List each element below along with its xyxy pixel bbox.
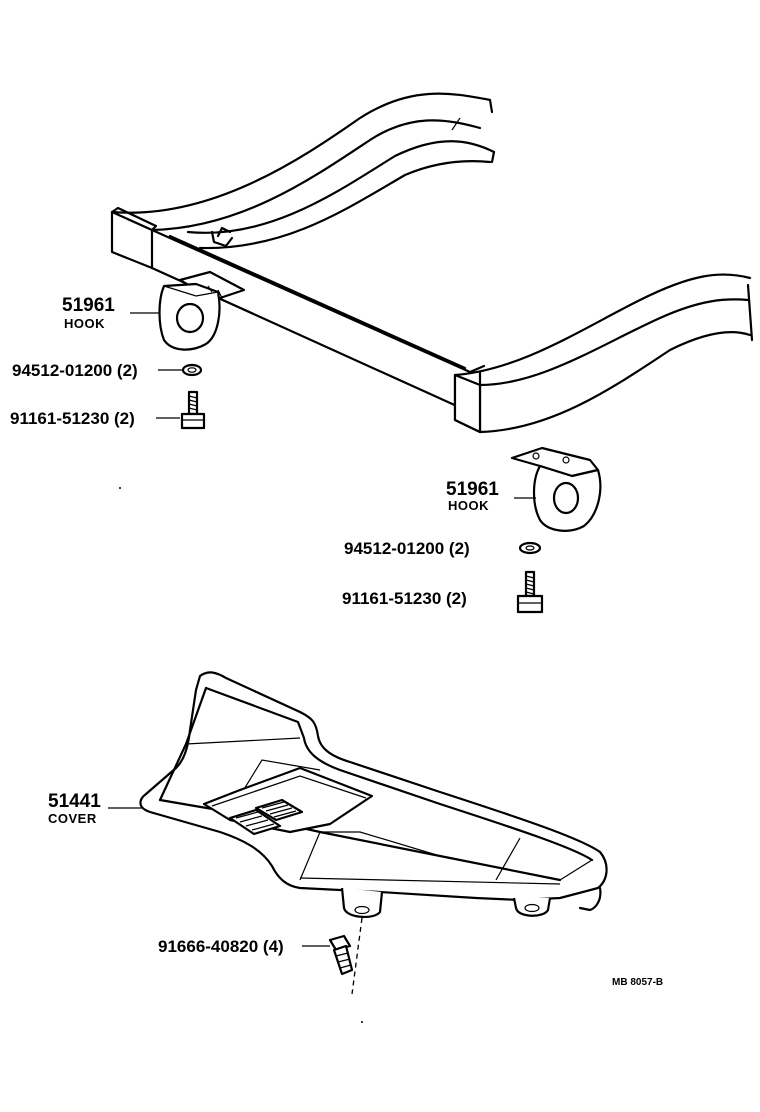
hook-left	[158, 282, 223, 351]
washer-right-part-number: 94512-01200 (2)	[344, 539, 470, 558]
washer-right	[518, 541, 542, 555]
cover-part-number: 51441	[48, 791, 101, 812]
bolt-right	[516, 570, 544, 614]
bolt-left-part-number: 91161-51230 (2)	[10, 409, 135, 428]
hook-right	[510, 446, 602, 532]
speck	[119, 487, 121, 489]
cover-vent-slots	[228, 798, 304, 836]
clip-install-line	[351, 917, 363, 995]
hook-left-part-number: 51961	[62, 295, 115, 316]
cover-part-name: COVER	[48, 811, 97, 826]
hook-right-part-name: HOOK	[448, 498, 489, 513]
frame-crossmember	[110, 92, 754, 434]
hook-right-part-number: 51961	[446, 479, 499, 500]
washer-left	[181, 363, 203, 377]
bolt-right-part-number: 91161-51230 (2)	[342, 589, 467, 608]
diagram-reference-code: MB 8057-B	[612, 977, 664, 988]
clip-part-number: 91666-40820 (4)	[158, 937, 284, 956]
washer-left-part-number: 94512-01200 (2)	[12, 361, 138, 380]
bolt-left	[180, 390, 206, 430]
hook-left-part-name: HOOK	[64, 316, 105, 331]
clip	[328, 934, 354, 976]
speck	[361, 1021, 363, 1023]
cover	[139, 671, 608, 918]
